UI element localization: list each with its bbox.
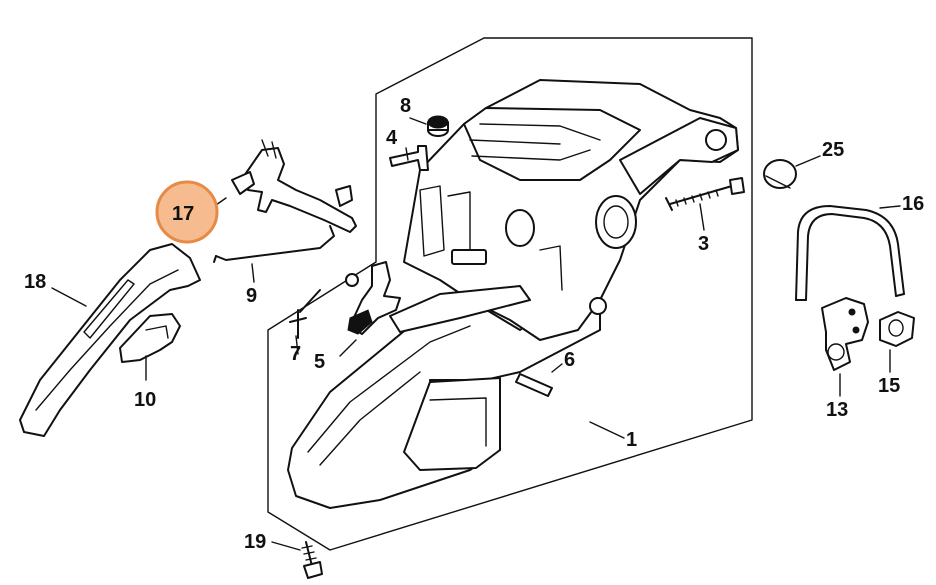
callout-8[interactable]: 8 — [400, 95, 411, 117]
callout-19[interactable]: 19 — [244, 531, 266, 553]
callout-10[interactable]: 10 — [134, 389, 156, 411]
callout-7[interactable]: 7 — [290, 343, 301, 365]
spring-part-7[interactable] — [289, 289, 321, 339]
callout-17[interactable]: 17 — [172, 203, 194, 225]
hose-part-16[interactable] — [795, 205, 905, 301]
valve-part-13[interactable] — [821, 297, 869, 371]
lever-part-17[interactable] — [231, 139, 357, 233]
cap-part-25[interactable] — [763, 159, 797, 189]
nut-part-15[interactable] — [879, 311, 915, 347]
housing-part-1[interactable] — [287, 79, 739, 509]
clip-part-4[interactable] — [389, 145, 429, 171]
callout-9[interactable]: 9 — [246, 285, 257, 307]
cover-part-18[interactable] — [19, 243, 201, 437]
highlight-circle — [155, 180, 219, 244]
assembly-outline — [267, 37, 753, 551]
callout-15[interactable]: 15 — [878, 375, 900, 397]
screw-part-19[interactable] — [301, 541, 323, 579]
callout-3[interactable]: 3 — [698, 233, 709, 255]
bolt-part-3[interactable] — [665, 177, 745, 211]
pin-part-6[interactable] — [515, 373, 553, 397]
callout-18[interactable]: 18 — [24, 271, 46, 293]
callout-labels: 1 3 4 5 6 7 8 9 10 13 15 16 17 18 19 25 — [24, 95, 924, 553]
callout-13[interactable]: 13 — [826, 399, 848, 421]
callout-16[interactable]: 16 — [902, 193, 924, 215]
callout-1[interactable]: 1 — [626, 429, 637, 451]
plug-part-8[interactable] — [427, 115, 449, 137]
bracket-part-10[interactable] — [119, 313, 181, 363]
callout-5[interactable]: 5 — [314, 351, 325, 373]
callout-25[interactable]: 25 — [822, 139, 844, 161]
callout-6[interactable]: 6 — [564, 349, 575, 371]
callout-4[interactable]: 4 — [386, 127, 398, 149]
trigger-part-5[interactable] — [345, 261, 401, 335]
rod-part-9[interactable] — [213, 225, 335, 263]
